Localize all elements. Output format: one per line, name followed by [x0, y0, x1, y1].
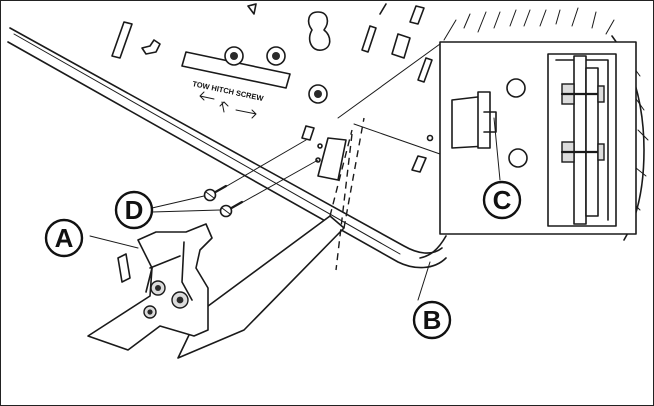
callout-b: B [412, 300, 452, 340]
tow-hitch-label-text: TOW HITCH SCREW [192, 79, 266, 103]
callout-d: D [114, 190, 154, 230]
panel-slot [141, 39, 161, 55]
screw-axis-line [219, 139, 307, 191]
callout-c-label: C [493, 185, 512, 215]
panel-slot [409, 5, 425, 25]
screw [219, 200, 244, 218]
inset-leader [337, 43, 441, 119]
callout-c: C [482, 180, 522, 220]
screw [203, 184, 228, 202]
panel-slot [111, 21, 133, 59]
callout-a-label: A [55, 223, 74, 253]
alignment-guide [335, 133, 353, 271]
panel-slot [411, 155, 427, 173]
panel-nut [308, 84, 328, 104]
callout-d-leader [151, 209, 221, 213]
panel-slot [247, 3, 257, 15]
section-plate [585, 67, 599, 217]
section-bolt [560, 83, 605, 105]
callout-d-leader [151, 195, 205, 209]
bracket-bolt [143, 305, 157, 319]
section-outline [547, 53, 617, 227]
section-bolt [560, 141, 605, 163]
callout-b-label: B [423, 305, 442, 335]
panel-slot [391, 33, 411, 59]
arrow-icon [235, 109, 257, 119]
bracket-body [87, 223, 213, 351]
inset-hole [506, 78, 526, 98]
panel-slot [417, 57, 433, 83]
mounting-slot [301, 125, 315, 141]
callout-a-leader [89, 235, 139, 249]
bracket-tab [117, 253, 131, 283]
screw-axis-line [235, 159, 319, 207]
screws-d [151, 139, 319, 218]
callout-b-leader [417, 261, 431, 301]
callout-d-label: D [125, 195, 144, 225]
panel-slot [379, 3, 387, 15]
clip-tab [483, 111, 497, 133]
mounting-plate-outline [317, 137, 347, 181]
inset-hole [508, 148, 528, 168]
arrow-icon [199, 91, 215, 101]
panel-nut [224, 46, 244, 66]
bar-b [7, 27, 447, 301]
detail-inset [439, 41, 637, 235]
callout-a: A [44, 218, 84, 258]
bracket-bolt [150, 280, 166, 296]
tow-hitch-label [181, 51, 291, 89]
panel-hole [426, 134, 434, 142]
keyhole-cutout [307, 11, 331, 51]
inset-leader [353, 123, 441, 155]
panel-nut [266, 46, 286, 66]
panel-slot [361, 25, 377, 53]
bracket-a [87, 117, 365, 359]
arrow-icon [219, 101, 229, 113]
callout-c-leader [493, 117, 501, 181]
bracket-bolt [171, 291, 189, 309]
panel-hole [317, 143, 323, 149]
clip-flange [477, 91, 491, 149]
section-plate [573, 55, 587, 225]
